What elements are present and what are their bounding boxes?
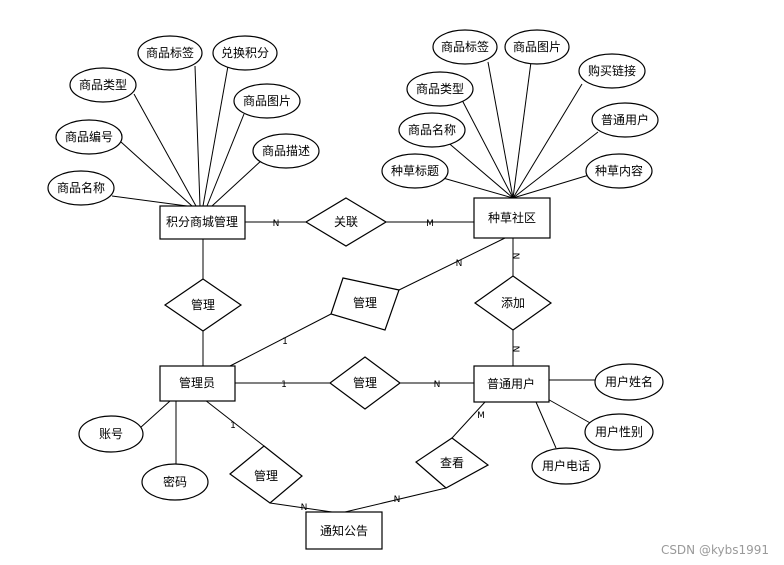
relationship-label: 关联 bbox=[334, 215, 358, 229]
relationship-label: 管理 bbox=[353, 375, 377, 390]
attribute-ellipse bbox=[591, 102, 659, 138]
relationship-diamond bbox=[229, 445, 303, 504]
relationship-diamond bbox=[415, 437, 490, 489]
mall-attributes: 商品名称 商品编号 商品类型 商品标签 兑换积分 商品图片 商品描述 bbox=[47, 35, 320, 206]
attribute-label: 商品标签 bbox=[146, 45, 194, 60]
entity-box bbox=[305, 511, 383, 550]
cardinality-label: N bbox=[301, 503, 308, 513]
relationship-label: 查看 bbox=[440, 456, 464, 470]
attribute-label: 普通用户 bbox=[601, 112, 649, 127]
attribute-ellipse bbox=[578, 53, 646, 89]
cardinality-label: 1 bbox=[230, 421, 236, 431]
cardinality-label: N bbox=[394, 495, 401, 505]
entity-label: 普通用户 bbox=[487, 376, 535, 391]
attribute-ellipse bbox=[252, 133, 320, 169]
user-attributes: 用户姓名 用户性别 用户电话 bbox=[531, 363, 664, 485]
attribute-ellipse bbox=[432, 29, 498, 65]
attribute-label: 商品名称 bbox=[57, 180, 105, 195]
connectors bbox=[111, 61, 599, 513]
entity-box bbox=[473, 365, 550, 403]
relationship-label: 管理 bbox=[353, 295, 377, 310]
relationship-diamond bbox=[473, 275, 553, 331]
attribute-label: 商品标签 bbox=[441, 39, 489, 54]
cardinality-label: N bbox=[510, 346, 520, 353]
attribute-ellipse bbox=[55, 119, 123, 155]
attribute-label: 种草内容 bbox=[595, 163, 643, 178]
entity-box bbox=[159, 365, 236, 402]
attribute-label: 兑换积分 bbox=[221, 46, 269, 60]
attribute-label: 用户姓名 bbox=[605, 374, 653, 389]
relationships: 关联 管理 管理 添加 管理 管理 查看 bbox=[163, 197, 553, 504]
attribute-ellipse bbox=[233, 83, 301, 119]
cardinality-label: N bbox=[456, 259, 463, 269]
attribute-label: 购买链接 bbox=[588, 63, 636, 78]
entities: 积分商城管理 种草社区 管理员 普通用户 通知公告 bbox=[159, 197, 551, 550]
attribute-label: 用户性别 bbox=[595, 424, 643, 439]
attribute-label: 商品图片 bbox=[243, 93, 291, 108]
attribute-label: 商品名称 bbox=[408, 122, 456, 137]
attribute-ellipse bbox=[141, 463, 209, 501]
attribute-ellipse bbox=[585, 153, 653, 189]
relationship-diamond bbox=[304, 197, 388, 247]
attribute-ellipse bbox=[78, 415, 144, 453]
relationship-diamond bbox=[330, 277, 400, 331]
attribute-label: 账号 bbox=[99, 427, 123, 441]
attribute-label: 商品类型 bbox=[416, 81, 464, 96]
attribute-ellipse bbox=[594, 363, 664, 401]
attribute-label: 商品图片 bbox=[513, 39, 561, 54]
entity-box bbox=[473, 197, 551, 239]
attribute-label: 商品类型 bbox=[79, 77, 127, 92]
attribute-ellipse bbox=[381, 153, 449, 189]
entity-label: 种草社区 bbox=[488, 210, 536, 225]
cardinality-label: N bbox=[434, 380, 441, 390]
watermark: CSDN @kybs1991 bbox=[661, 543, 769, 557]
attribute-label: 密码 bbox=[163, 474, 187, 489]
cardinality-label: N bbox=[273, 219, 280, 229]
admin-attributes: 账号 密码 bbox=[78, 415, 209, 501]
relationship-label: 添加 bbox=[501, 296, 525, 310]
cardinality-label: M bbox=[477, 411, 485, 421]
entity-label: 通知公告 bbox=[320, 524, 368, 538]
attribute-ellipse bbox=[47, 170, 115, 206]
community-attributes: 种草标题 商品名称 商品类型 商品标签 商品图片 购买链接 普通用户 种草内容 bbox=[381, 29, 659, 189]
attribute-label: 种草标题 bbox=[391, 164, 439, 178]
attribute-ellipse bbox=[531, 447, 601, 485]
cardinality-label: M bbox=[426, 219, 434, 229]
attribute-ellipse bbox=[584, 413, 654, 451]
attribute-label: 商品描述 bbox=[262, 143, 310, 158]
relationship-diamond bbox=[163, 278, 243, 332]
attribute-ellipse bbox=[137, 35, 203, 71]
cardinality-label: 1 bbox=[282, 337, 288, 347]
entity-label: 积分商城管理 bbox=[166, 214, 238, 229]
attribute-label: 用户电话 bbox=[542, 458, 590, 473]
attribute-ellipse bbox=[69, 67, 137, 103]
relationship-diamond bbox=[328, 356, 402, 410]
attribute-ellipse bbox=[398, 112, 466, 148]
cardinality-label: N bbox=[510, 253, 520, 260]
attribute-ellipse bbox=[212, 35, 278, 71]
entity-label: 管理员 bbox=[179, 375, 215, 390]
cardinalities: N M N N N 1 1 N 1 N N M bbox=[230, 219, 520, 513]
attribute-label: 商品编号 bbox=[65, 129, 113, 144]
entity-box bbox=[159, 205, 246, 240]
relationship-label: 管理 bbox=[254, 468, 278, 483]
attribute-ellipse bbox=[406, 71, 474, 107]
relationship-label: 管理 bbox=[191, 297, 215, 312]
cardinality-label: 1 bbox=[281, 380, 287, 390]
attribute-ellipse bbox=[504, 29, 570, 65]
